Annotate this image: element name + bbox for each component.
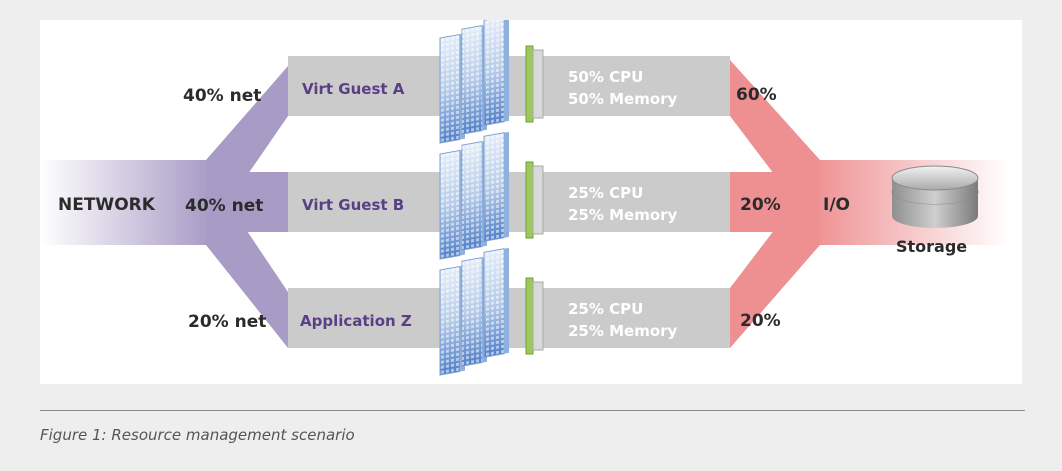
server-blade-icon: [439, 247, 509, 376]
guest-cpu-c: 25% CPU: [568, 300, 643, 318]
io-branch-c: [730, 170, 820, 348]
guest-memory-a: 50% Memory: [568, 90, 678, 108]
diagram-panel: NETWORK 40% net 40% net 20% net Virt Gue…: [40, 20, 1022, 384]
caption-divider: [40, 410, 1025, 411]
network-share-b: 40% net: [185, 196, 263, 216]
guest-memory-c: 25% Memory: [568, 322, 678, 340]
resource-diagram: NETWORK 40% net 40% net 20% net Virt Gue…: [40, 20, 1010, 376]
network-band: [40, 160, 210, 245]
guest-memory-b: 25% Memory: [568, 206, 678, 224]
network-share-c: 20% net: [188, 312, 266, 332]
memory-module-icon: [525, 277, 544, 355]
guest-name-a: Virt Guest A: [302, 80, 405, 98]
memory-module-icon: [525, 45, 544, 123]
storage-label: Storage: [896, 237, 967, 256]
storage-disk-icon: [891, 165, 979, 228]
network-share-a: 40% net: [183, 86, 261, 106]
network-branch-c: [206, 170, 288, 348]
io-share-a: 60%: [736, 85, 777, 105]
io-share-b: 20%: [740, 195, 781, 215]
memory-module-icon: [525, 161, 544, 239]
io-label: I/O: [823, 195, 850, 215]
io-share-c: 20%: [740, 311, 781, 331]
guest-name-c: Application Z: [300, 312, 412, 330]
guest-cpu-b: 25% CPU: [568, 184, 643, 202]
guest-cpu-a: 50% CPU: [568, 68, 643, 86]
figure-caption: Figure 1: Resource management scenario: [40, 426, 355, 444]
network-label: NETWORK: [58, 195, 156, 215]
server-blade-icon: [439, 20, 509, 144]
server-blade-icon: [439, 131, 509, 260]
guest-name-b: Virt Guest B: [302, 196, 404, 214]
